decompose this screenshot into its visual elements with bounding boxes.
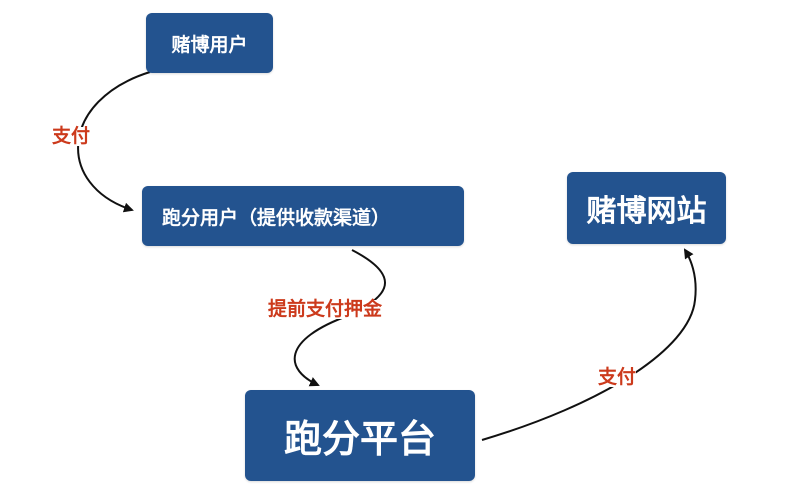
node-gambling-site-label: 赌博网站 — [586, 194, 707, 229]
node-runner-platform-label: 跑分平台 — [283, 417, 436, 461]
node-gambling-site: 赌博网站 — [567, 172, 726, 244]
edge-label-pay-2: 支付 — [598, 366, 637, 388]
node-runner-user-label: 跑分用户（提供收款渠道） — [162, 206, 391, 229]
node-gambling-user-label: 赌博用户 — [171, 33, 248, 56]
edge-label-deposit: 提前支付押金 — [268, 298, 383, 320]
arrow-platform-to-site — [481, 248, 697, 441]
node-gambling-user: 赌博用户 — [146, 13, 273, 73]
node-runner-platform: 跑分平台 — [245, 390, 475, 481]
node-runner-user: 跑分用户（提供收款渠道） — [142, 186, 464, 246]
edge-label-pay-1: 支付 — [52, 125, 91, 147]
